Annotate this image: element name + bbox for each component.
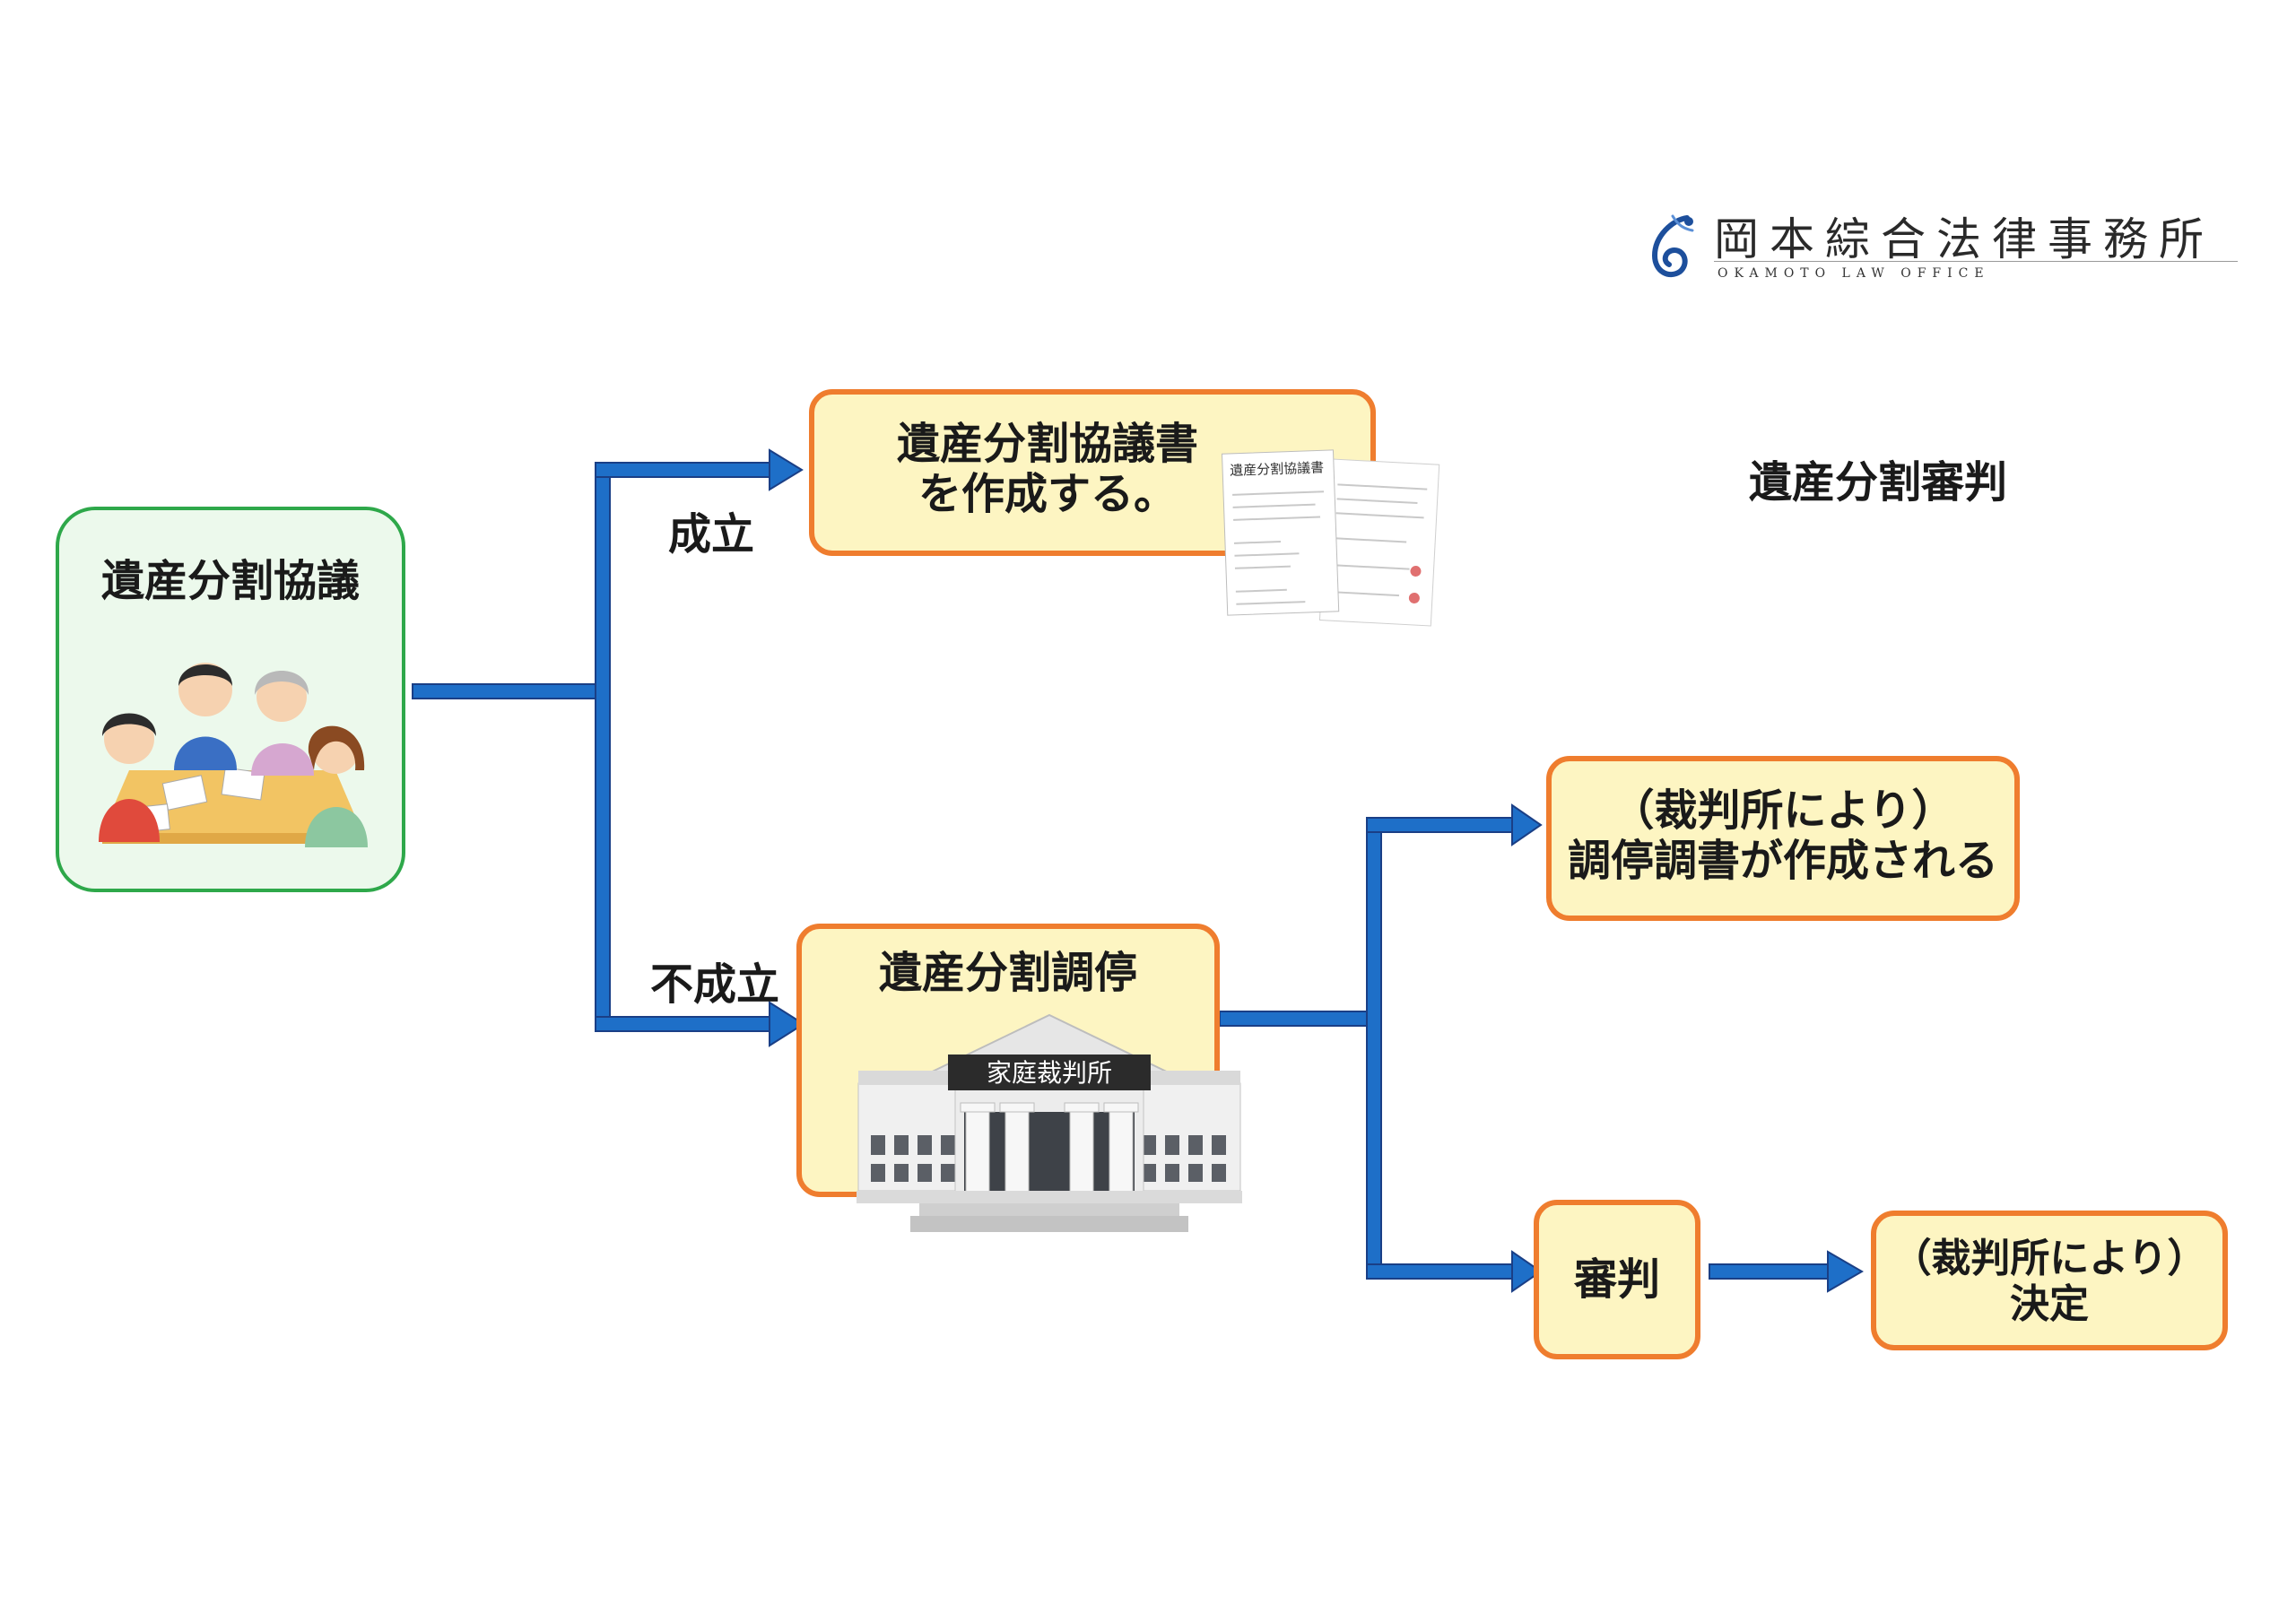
arrowhead-choteisho — [1511, 803, 1543, 846]
family-court-building-illustration — [857, 1013, 1242, 1232]
law-office-logo: 岡本綜合法律事務所 OKAMOTO LAW OFFICE — [1646, 202, 2242, 291]
document-illustration-title: 遺産分割協議書 — [1230, 459, 1325, 479]
node-inheritance-mediation-label: 遺産分割調停 — [878, 948, 1137, 998]
connector-to-shinpan — [1366, 1263, 1515, 1280]
heading-inheritance-adjudication: 遺産分割審判 — [1749, 457, 2008, 508]
connector-trunk-left — [595, 462, 611, 1032]
arrowhead-kettei — [1827, 1250, 1864, 1293]
node-mediation-record-label: （裁判所により） 調停調書が作成される — [1567, 785, 1998, 886]
connector-shinpan-kettei — [1709, 1263, 1831, 1280]
connector-to-chotei — [595, 1016, 772, 1032]
node-inheritance-negotiation: 遺産分割協議 — [56, 507, 405, 892]
node-agreement-document-label: 遺産分割協議書 を作成する。 — [896, 419, 1198, 519]
node-adjudication-label: 審判 — [1573, 1254, 1660, 1305]
connector-chotei-out — [1219, 1011, 1375, 1027]
family-meeting-illustration — [99, 663, 368, 847]
node-court-decision-label: （裁判所により） 決定 — [1892, 1236, 2207, 1328]
logo-subtitle: OKAMOTO LAW OFFICE — [1718, 266, 1990, 281]
connector-to-kyogisho — [595, 462, 772, 478]
edge-label-failure: 不成立 — [650, 959, 780, 1010]
logo-name: 岡本綜合法律事務所 — [1714, 213, 2214, 265]
arrowhead-chotei — [769, 1001, 805, 1047]
arrowhead-kyogisho — [769, 448, 804, 491]
court-sign-label: 家庭裁判所 — [986, 1058, 1112, 1088]
logo-divider — [1714, 261, 2238, 262]
logo-swirl-icon — [1651, 214, 1694, 278]
node-inheritance-negotiation-label: 遺産分割協議 — [100, 556, 360, 606]
node-mediation-record: （裁判所により） 調停調書が作成される — [1546, 756, 2020, 921]
connector-to-choteisho — [1366, 817, 1515, 833]
connector-kyogi-out — [412, 683, 604, 699]
edge-label-success: 成立 — [668, 509, 755, 560]
node-adjudication: 審判 — [1534, 1200, 1700, 1359]
arrowhead-shinpan — [1511, 1250, 1543, 1293]
connector-trunk-right — [1366, 817, 1382, 1280]
agreement-document-illustration: 遺産分割協議書 — [1221, 449, 1440, 627]
node-court-decision: （裁判所により） 決定 — [1871, 1211, 2228, 1350]
